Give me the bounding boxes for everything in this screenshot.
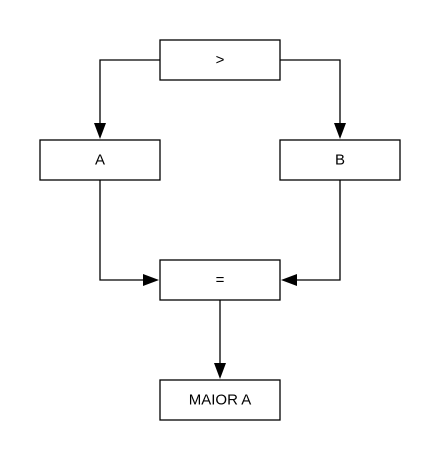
arrow-head-to-a bbox=[94, 123, 106, 139]
node-equals-label: = bbox=[216, 272, 225, 289]
node-b: B bbox=[279, 139, 401, 181]
arrow-head-to-result bbox=[214, 363, 226, 379]
edges bbox=[94, 59, 346, 379]
node-a-box bbox=[39, 139, 161, 181]
node-b-box bbox=[279, 139, 401, 181]
arrow-head-a-to-equals bbox=[143, 274, 159, 286]
edge-a-to-equals bbox=[99, 180, 146, 281]
node-compare: > bbox=[159, 39, 281, 81]
node-a: A bbox=[39, 139, 161, 181]
arrow-head-b-to-equals bbox=[281, 274, 297, 286]
node-result-label: MAIOR A bbox=[189, 392, 252, 409]
arrow-head-to-b bbox=[334, 123, 346, 139]
node-a-label: A bbox=[95, 152, 105, 169]
node-result: MAIOR A bbox=[159, 379, 281, 421]
node-compare-box bbox=[159, 39, 281, 81]
node-equals-box bbox=[159, 259, 281, 301]
node-result-box bbox=[159, 379, 281, 421]
edge-compare-to-a bbox=[99, 59, 160, 126]
node-compare-label: > bbox=[216, 52, 225, 69]
node-equals: = bbox=[159, 259, 281, 301]
node-b-label: B bbox=[335, 152, 345, 169]
edge-compare-to-b bbox=[280, 59, 341, 126]
edge-b-to-equals bbox=[294, 180, 341, 281]
